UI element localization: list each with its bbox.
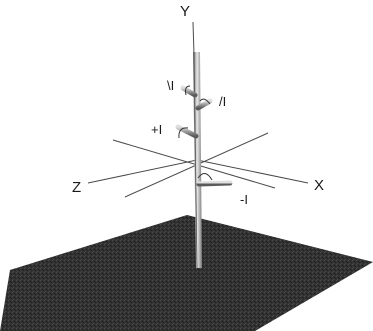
branch-middle-left — [175, 124, 199, 139]
stem-outline — [193, 51, 198, 269]
ground-plane — [0, 215, 373, 331]
diagonal-axis-line-a — [112, 139, 276, 189]
z-axis-label: Z — [72, 179, 81, 196]
z-axis-line — [87, 159, 198, 184]
branch-label-lower-right: -I — [240, 192, 248, 207]
branch-upper-left — [180, 85, 198, 98]
branch-upper-right — [195, 98, 213, 111]
branch-label-middle-left: +I — [151, 122, 162, 137]
x-axis-line — [196, 159, 309, 184]
x-axis-label: X — [314, 177, 324, 194]
ground-plane-shade — [0, 215, 373, 331]
branch-lower-right — [196, 173, 233, 187]
branch-label-upper-right: /I — [219, 94, 226, 109]
branch-label-upper-left: \I — [167, 78, 174, 93]
y-axis-label: Y — [180, 3, 190, 20]
